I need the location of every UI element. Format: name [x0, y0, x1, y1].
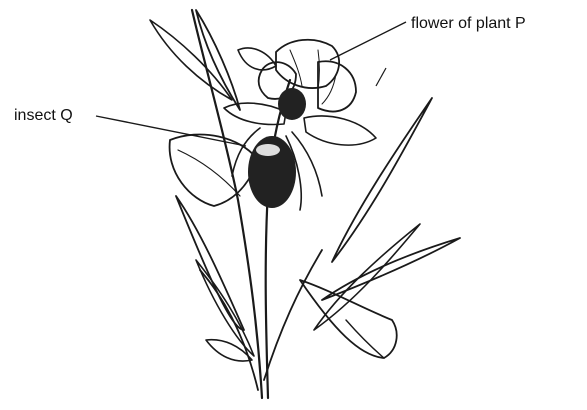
- leaf-right-tall: [332, 98, 432, 262]
- plant-leaves: [150, 10, 460, 361]
- flower-label: flower of plant P: [411, 16, 526, 32]
- insect-label-line: [96, 116, 246, 146]
- flower: [259, 40, 356, 112]
- leaf-right-lower: [314, 224, 420, 330]
- insect-head: [278, 88, 306, 120]
- leaf-upper-left: [196, 10, 240, 110]
- flower-label-line: [330, 22, 406, 60]
- insect-wing-left: [224, 103, 286, 124]
- insect-wing-right: [304, 116, 376, 145]
- insect-label: insect Q: [14, 108, 73, 124]
- leaf-behind-flower: [238, 48, 276, 70]
- label-lines: [96, 22, 406, 146]
- leaf-upper-left-2: [150, 20, 232, 100]
- leaf-lower-left: [176, 196, 244, 330]
- leaf-bottom-right-fold: [300, 280, 397, 358]
- flower-label-line-tick: [376, 68, 386, 86]
- leaf-tiny-bottom: [206, 340, 252, 361]
